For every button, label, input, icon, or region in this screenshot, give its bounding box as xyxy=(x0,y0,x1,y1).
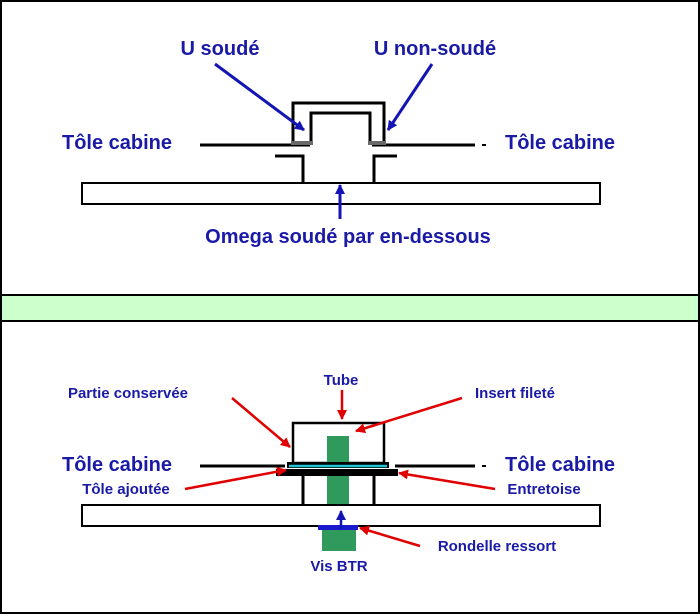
label-tube: Tube xyxy=(324,372,359,389)
arrow-u-welded xyxy=(214,62,305,132)
label-cabin-sheet-left-bottom: Tôle cabine xyxy=(62,454,172,476)
label-added-sheet: Tôle ajoutée xyxy=(82,481,170,498)
arrow-added-sheet xyxy=(184,466,287,491)
label-kept-part: Partie conservée xyxy=(68,385,188,402)
arrow-kept-part xyxy=(231,397,291,448)
screw-head xyxy=(322,530,356,551)
spring-washer xyxy=(318,525,358,530)
separator-band xyxy=(0,294,700,322)
top-panel-frame xyxy=(0,0,700,296)
screw-shank xyxy=(327,476,349,506)
threaded-insert xyxy=(327,436,349,464)
label-screw: Vis BTR xyxy=(310,558,367,575)
label-u-not-welded: U non-soudé xyxy=(374,38,496,60)
u-profile-inner xyxy=(309,111,372,143)
arrow-threaded-insert xyxy=(355,396,463,434)
label-omega-welded: Omega soudé par en-dessous xyxy=(205,226,491,248)
omega-profile xyxy=(275,154,397,183)
arrow-u-not-welded xyxy=(386,63,434,131)
label-u-welded: U soudé xyxy=(181,38,260,60)
spacer-plate xyxy=(276,469,398,476)
label-spring-washer: Rondelle ressort xyxy=(438,538,556,555)
label-cabin-sheet-left-top: Tôle cabine xyxy=(62,132,172,154)
label-cabin-sheet-right-top: Tôle cabine xyxy=(505,132,615,154)
label-spacer: Entretoise xyxy=(507,481,580,498)
arrow-spacer xyxy=(398,469,496,491)
label-threaded-insert: Insert fileté xyxy=(475,385,555,402)
label-cabin-sheet-right-bottom: Tôle cabine xyxy=(505,454,615,476)
arrow-spring-washer xyxy=(359,525,421,548)
spacer-legs xyxy=(301,476,376,504)
